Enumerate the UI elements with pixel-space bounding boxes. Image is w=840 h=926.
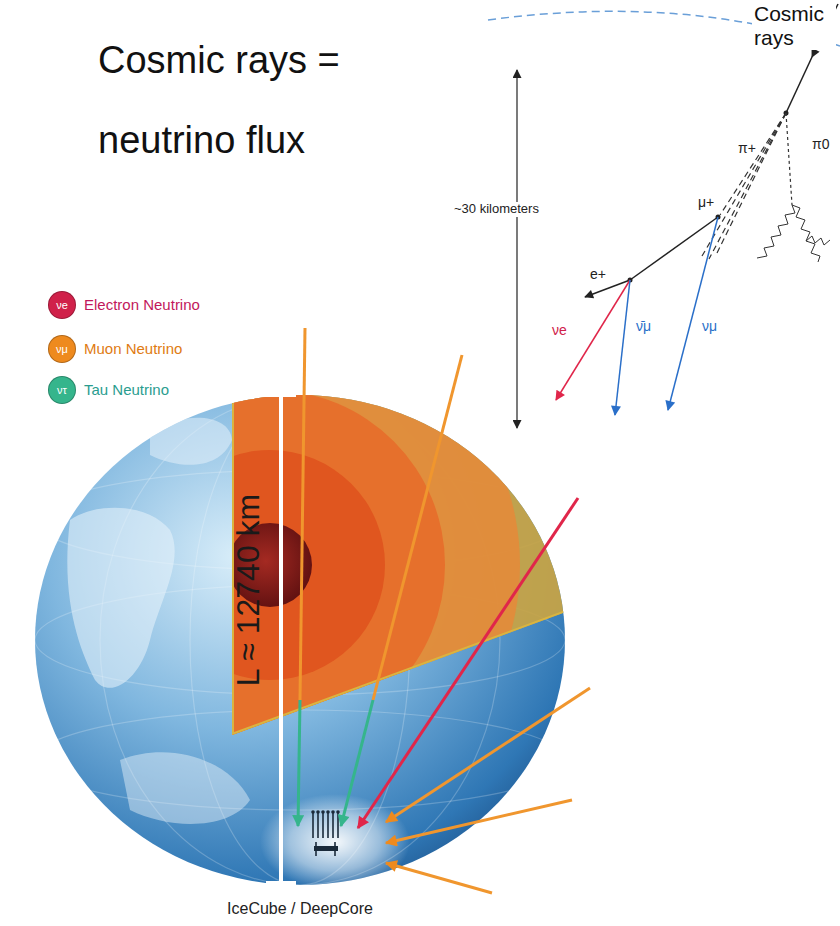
particle-label: e+ xyxy=(590,266,606,282)
height-arrow xyxy=(516,70,517,428)
pion-tracks xyxy=(720,113,786,215)
pion-tracks xyxy=(702,113,786,259)
pion-tracks xyxy=(702,113,786,256)
detector-icon xyxy=(317,812,319,838)
photon-tracks xyxy=(757,205,795,258)
cosmic-rays-label: Cosmic rays xyxy=(752,2,836,50)
pion-tracks xyxy=(709,113,786,259)
detector-icon xyxy=(337,812,339,838)
legend-symbol: νe xyxy=(56,299,68,312)
detector-icon xyxy=(326,810,330,814)
antineutrino-track xyxy=(615,280,630,415)
detector-icon xyxy=(321,810,325,814)
detector-icon xyxy=(327,812,329,838)
detector-label: IceCube / DeepCore xyxy=(227,900,373,918)
photon-tracks xyxy=(792,205,820,262)
diameter-bar xyxy=(266,881,296,885)
particle-label: μ+ xyxy=(698,194,714,210)
earth-cutaway xyxy=(155,450,385,680)
detector-icon xyxy=(336,810,340,814)
detector-icon xyxy=(313,812,338,856)
earth-cutaway xyxy=(20,315,520,815)
photon-tracks xyxy=(757,205,830,262)
neutral-pion-track xyxy=(786,113,792,205)
particle-label: π+ xyxy=(738,140,756,156)
detector-icon xyxy=(314,846,338,851)
detector-icon xyxy=(312,812,314,838)
legend-text: Electron Neutrino xyxy=(84,296,200,313)
particle-label: π0 xyxy=(812,136,829,152)
particle-label: νe xyxy=(552,322,567,338)
legend-text: Muon Neutrino xyxy=(84,340,182,357)
detector-icon xyxy=(331,810,335,814)
detector-icon xyxy=(311,810,315,814)
earth-cutaway xyxy=(95,390,445,740)
globe-surface xyxy=(120,752,250,824)
cosmic-ray-track xyxy=(786,57,812,113)
globe-surface xyxy=(150,418,232,465)
neutrino-arrows xyxy=(300,328,305,700)
detector-icon xyxy=(322,812,324,838)
neutrino-arrows xyxy=(298,700,300,826)
diameter-bar xyxy=(266,395,296,883)
legend-text: Tau Neutrino xyxy=(84,381,169,398)
pion-tracks xyxy=(716,113,786,255)
dimension-label: L ≈ 12740 km xyxy=(230,494,267,686)
positron-track xyxy=(585,280,630,297)
particle-label: νμ xyxy=(702,318,717,334)
particle-label: ν̄μ xyxy=(636,318,651,334)
photon-tracks xyxy=(806,236,830,245)
earth xyxy=(20,315,600,893)
detector-icon xyxy=(316,810,320,814)
neutrino-arrows xyxy=(386,800,572,843)
globe-surface xyxy=(20,315,600,890)
neutrino-arrows xyxy=(358,498,578,828)
detector-icon xyxy=(311,810,340,851)
neutrino-arrows xyxy=(386,863,492,893)
legend-symbol: νμ xyxy=(56,343,68,356)
muon-neutrino-track xyxy=(668,217,718,410)
neutrino-arrows xyxy=(298,328,590,893)
diameter-bar xyxy=(279,395,283,883)
heading: Cosmic rays = neutrino flux xyxy=(98,20,398,180)
detector-icon xyxy=(332,812,334,838)
diameter-bar xyxy=(266,393,296,397)
height-dimension: ~30 kilometers xyxy=(452,202,541,217)
legend-symbol: ντ xyxy=(57,384,67,397)
globe-surface xyxy=(67,508,174,688)
neutrino-arrows xyxy=(341,700,373,826)
neutrino-arrows xyxy=(373,355,462,700)
detector-icon xyxy=(311,810,340,856)
